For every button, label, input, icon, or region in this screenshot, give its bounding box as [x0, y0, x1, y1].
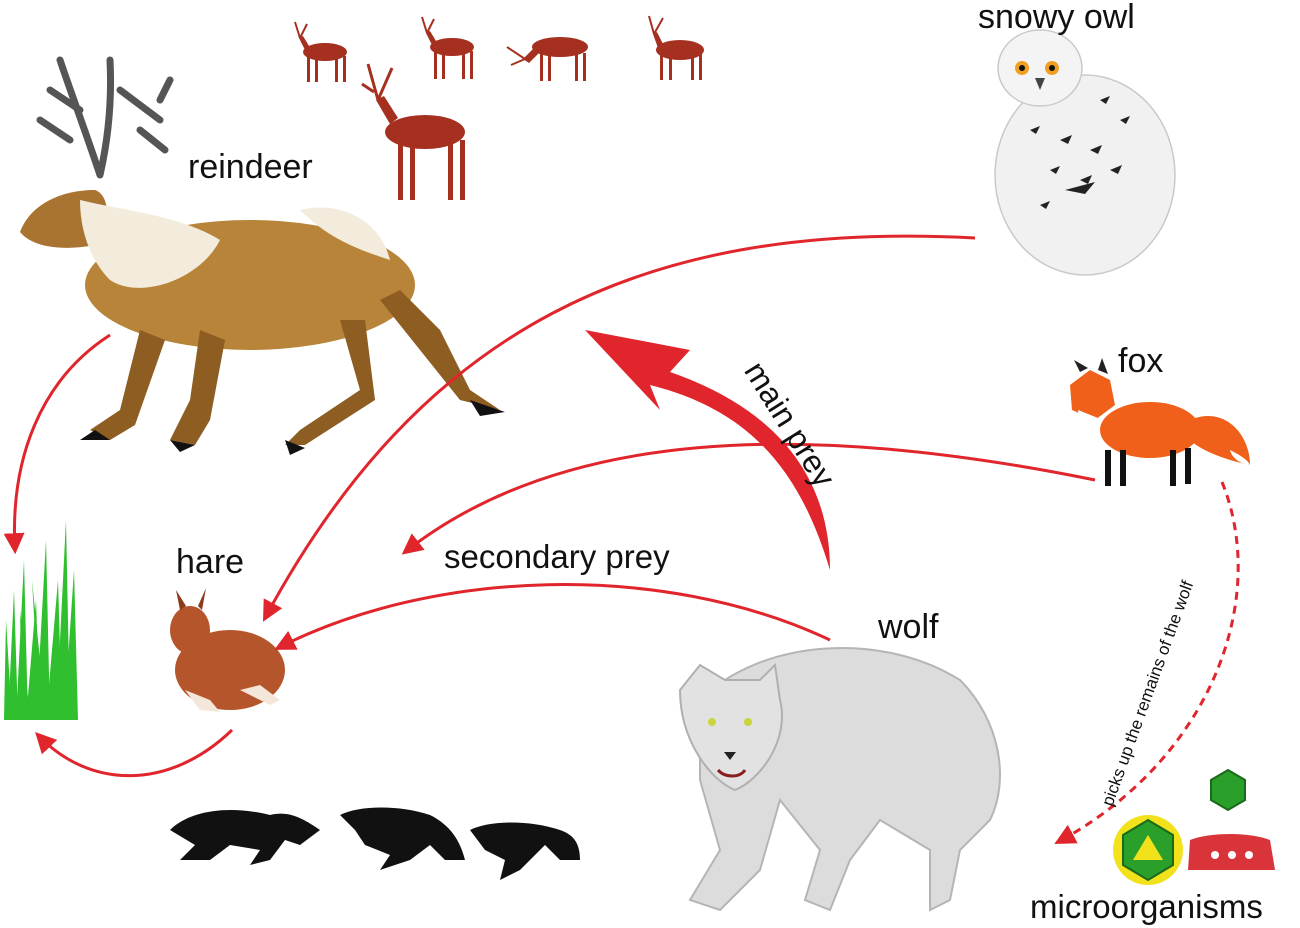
label-reindeer: reindeer	[188, 148, 313, 186]
fox-illustration	[1070, 358, 1250, 486]
arrow-owl-to-hare	[263, 234, 976, 622]
microorganisms-illustration	[1113, 768, 1275, 885]
arrow-fox-to-microorganisms	[1054, 481, 1240, 844]
reindeer-herd-silhouettes	[294, 15, 704, 200]
label-secondary-prey: secondary prey	[444, 538, 670, 575]
label-wolf: wolf	[878, 608, 939, 646]
arrow-wolf-to-reindeer-main-prey	[585, 330, 830, 570]
grass-illustration	[4, 520, 78, 720]
label-snowy-owl: snowy owl	[978, 0, 1135, 36]
arrow-reindeer-to-grass	[3, 333, 111, 555]
hare-illustration	[170, 588, 285, 712]
snowy-owl-illustration	[994, 29, 1176, 276]
reindeer-illustration	[20, 56, 505, 455]
arrow-fox-to-hare	[401, 442, 1096, 555]
label-microorganisms: microorganisms	[1030, 888, 1263, 925]
arrow-hare-to-grass	[35, 728, 234, 778]
arrow-wolf-to-hare	[274, 583, 831, 650]
food-web-arrows	[3, 234, 1240, 844]
label-fox: fox	[1118, 342, 1164, 380]
label-hare: hare	[176, 543, 245, 581]
wolf-illustration	[678, 647, 1001, 912]
wolf-pack-silhouettes	[170, 807, 580, 880]
